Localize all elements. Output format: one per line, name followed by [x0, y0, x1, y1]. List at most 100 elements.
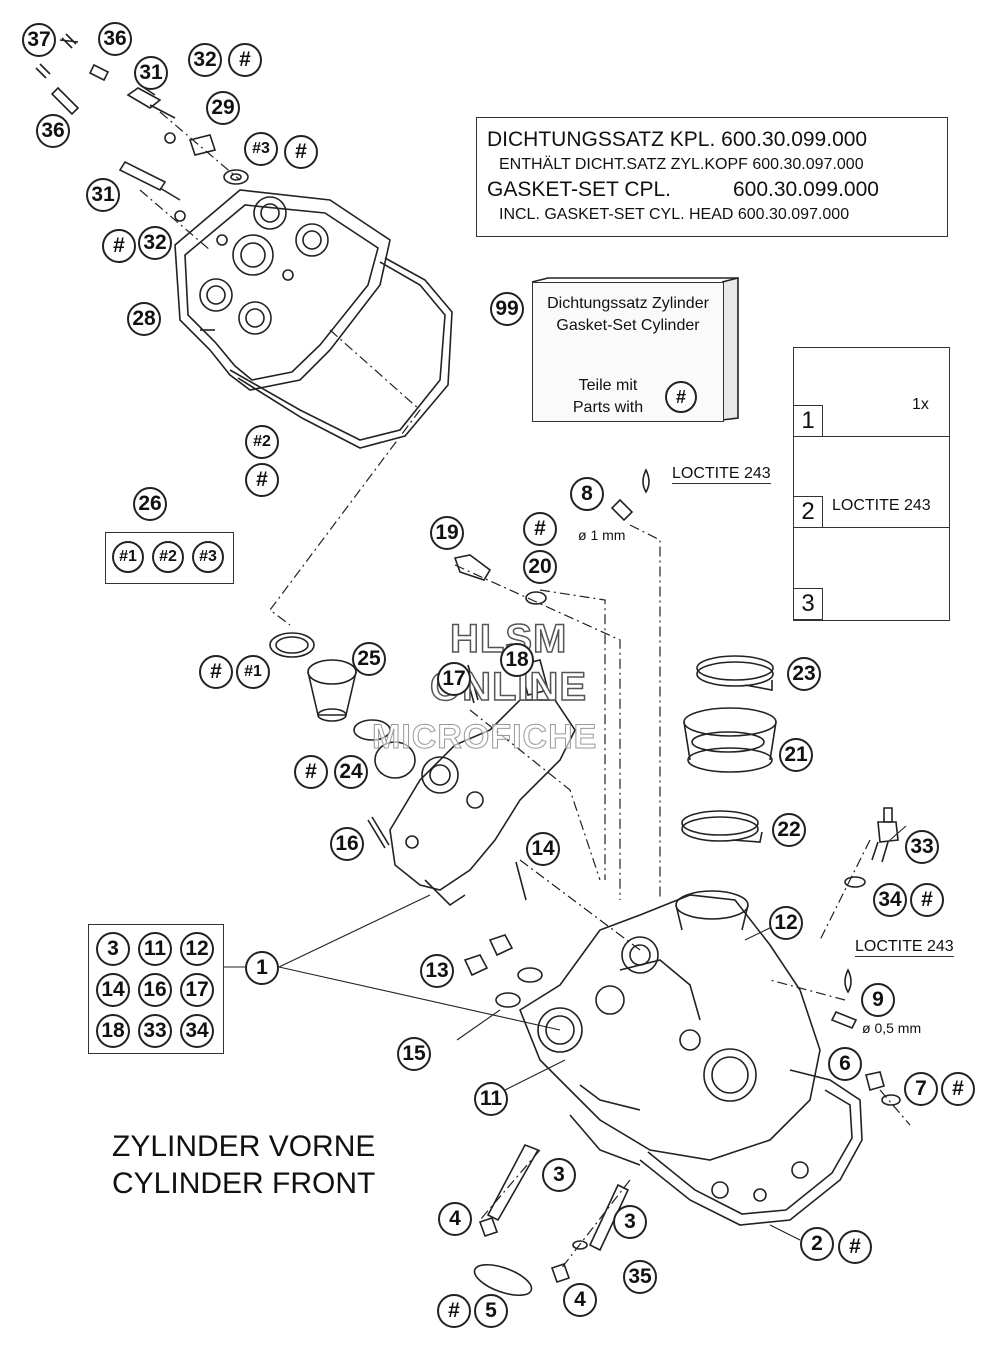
- callout-hash3[interactable]: #3: [244, 132, 278, 166]
- callout-11[interactable]: 11: [474, 1082, 508, 1116]
- temperature-sensor-drawing: [844, 807, 899, 888]
- callout-hash[interactable]: #: [838, 1230, 872, 1264]
- small-bolts-drawing: [35, 33, 110, 116]
- callout-37[interactable]: 37: [22, 23, 56, 57]
- callout-1[interactable]: 1: [245, 951, 279, 985]
- callout-4[interactable]: 4: [563, 1283, 597, 1317]
- callout-14[interactable]: 14: [526, 832, 560, 866]
- cylinder-head-drawing: [519, 890, 821, 1166]
- group-26-box: #1 #2 #3: [105, 532, 234, 584]
- gasket-set-line-3-right: 600.30.099.000: [733, 178, 879, 201]
- callout-hash1[interactable]: #1: [236, 655, 270, 689]
- callout-34[interactable]: 34: [873, 883, 907, 917]
- group-1-item-11[interactable]: 11: [138, 932, 172, 966]
- step-2-number: 2: [794, 496, 823, 528]
- callout-2[interactable]: 2: [800, 1227, 834, 1261]
- callout-hash[interactable]: #: [245, 463, 279, 497]
- gasket-set-line-3-left: GASKET-SET CPL.: [487, 178, 672, 201]
- callout-9[interactable]: 9: [861, 983, 895, 1017]
- callout-31[interactable]: 31: [134, 56, 168, 90]
- callout-hash[interactable]: #: [294, 755, 328, 789]
- callout-7[interactable]: 7: [904, 1072, 938, 1106]
- group-1-item-33[interactable]: 33: [138, 1014, 172, 1048]
- breather-fitting-drawing: [118, 84, 186, 222]
- group-1-item-14[interactable]: 14: [96, 973, 130, 1007]
- callout-29[interactable]: 29: [206, 91, 240, 125]
- plug-drawing: [188, 134, 249, 185]
- callout-32[interactable]: 32: [138, 226, 172, 260]
- kit-line-2: Gasket-Set Cylinder: [556, 317, 700, 334]
- step-2-cell: 2 LOCTITE 243: [794, 437, 949, 528]
- callout-25[interactable]: 25: [352, 642, 386, 676]
- callout-20[interactable]: 20: [523, 550, 557, 584]
- callout-3[interactable]: 3: [613, 1205, 647, 1239]
- installation-steps-box: 1 1x 2 LOCTITE 243 3: [793, 347, 950, 621]
- step-2-note: LOCTITE 243: [832, 497, 931, 514]
- callout-35[interactable]: 35: [623, 1260, 657, 1294]
- callout-hash[interactable]: #: [910, 883, 944, 917]
- group-26-item-1[interactable]: #1: [112, 541, 144, 573]
- callout-99[interactable]: 99: [490, 292, 524, 326]
- loctite-note-nozzle: LOCTITE 243: [672, 465, 771, 484]
- callout-3[interactable]: 3: [542, 1158, 576, 1192]
- callout-hash[interactable]: #: [523, 512, 557, 546]
- callout-21[interactable]: 21: [779, 738, 813, 772]
- group-1-item-3[interactable]: 3: [96, 932, 130, 966]
- callout-19[interactable]: 19: [430, 516, 464, 550]
- callout-hash[interactable]: #: [284, 135, 318, 169]
- head-gasket-drawing: [639, 1069, 863, 1226]
- callout-36[interactable]: 36: [36, 114, 70, 148]
- callout-hash2[interactable]: #2: [245, 425, 279, 459]
- assembly-guide-lines: [139, 111, 911, 1271]
- valve-cover-drawing: [174, 189, 391, 391]
- group-26-item-3[interactable]: #3: [192, 541, 224, 573]
- callout-18[interactable]: 18: [500, 643, 534, 677]
- callout-hash[interactable]: #: [437, 1294, 471, 1328]
- callout-8[interactable]: 8: [570, 477, 604, 511]
- callout-hash[interactable]: #: [102, 229, 136, 263]
- callout-24[interactable]: 24: [334, 755, 368, 789]
- kit-line-1: Dichtungssatz Zylinder: [547, 295, 709, 312]
- kit-line-3: Teile mit: [578, 377, 638, 394]
- intake-manifold-drawing: [681, 655, 777, 843]
- callout-12[interactable]: 12: [769, 906, 803, 940]
- step-1-number: 1: [794, 405, 823, 437]
- callout-4[interactable]: 4: [438, 1202, 472, 1236]
- step-1-note: 1x: [912, 396, 929, 413]
- cam-bucket-drawing: [269, 632, 416, 779]
- callout-31[interactable]: 31: [86, 178, 120, 212]
- group-1-item-17[interactable]: 17: [180, 973, 214, 1007]
- callout-32[interactable]: 32: [188, 43, 222, 77]
- callout-hash[interactable]: #: [199, 655, 233, 689]
- loctite-note-jet: LOCTITE 243: [855, 938, 954, 957]
- callout-hash[interactable]: #: [941, 1072, 975, 1106]
- callout-36[interactable]: 36: [98, 22, 132, 56]
- gasket-set-line-1: DICHTUNGSSATZ KPL. 600.30.099.000: [487, 128, 868, 151]
- step-3-number: 3: [794, 588, 823, 620]
- group-1-item-34[interactable]: 34: [180, 1014, 214, 1048]
- callout-15[interactable]: 15: [397, 1037, 431, 1071]
- callout-hash[interactable]: #: [228, 43, 262, 77]
- callout-26[interactable]: 26: [133, 487, 167, 521]
- group-1-item-18[interactable]: 18: [96, 1014, 130, 1048]
- callout-33[interactable]: 33: [905, 830, 939, 864]
- callout-23[interactable]: 23: [787, 657, 821, 691]
- group-1-item-12[interactable]: 12: [180, 932, 214, 966]
- gasket-set-info-box: DICHTUNGSSATZ KPL. 600.30.099.000 ENTHÄL…: [476, 117, 948, 237]
- callout-13[interactable]: 13: [420, 954, 454, 988]
- callout-16[interactable]: 16: [330, 827, 364, 861]
- callout-6[interactable]: 6: [828, 1047, 862, 1081]
- group-26-item-2[interactable]: #2: [152, 541, 184, 573]
- nozzle-diameter-note: ø 1 mm: [578, 527, 626, 543]
- callout-5[interactable]: 5: [474, 1294, 508, 1328]
- callout-17[interactable]: 17: [437, 662, 471, 696]
- gasket-set-cylinder-box: Dichtungssatz Zylinder Gasket-Set Cylind…: [532, 282, 724, 422]
- group-1-item-16[interactable]: 16: [138, 973, 172, 1007]
- kit-hash-mark: #: [665, 381, 697, 413]
- callout-22[interactable]: 22: [772, 813, 806, 847]
- gasket-set-line-2: ENTHÄLT DICHT.SATZ ZYL.KOPF 600.30.097.0…: [499, 156, 864, 173]
- diagram-title-de: ZYLINDER VORNE: [112, 1130, 376, 1163]
- jet-diameter-note: ø 0,5 mm: [862, 1020, 922, 1036]
- callout-28[interactable]: 28: [127, 302, 161, 336]
- valve-cover-gasket-drawing: [229, 261, 446, 441]
